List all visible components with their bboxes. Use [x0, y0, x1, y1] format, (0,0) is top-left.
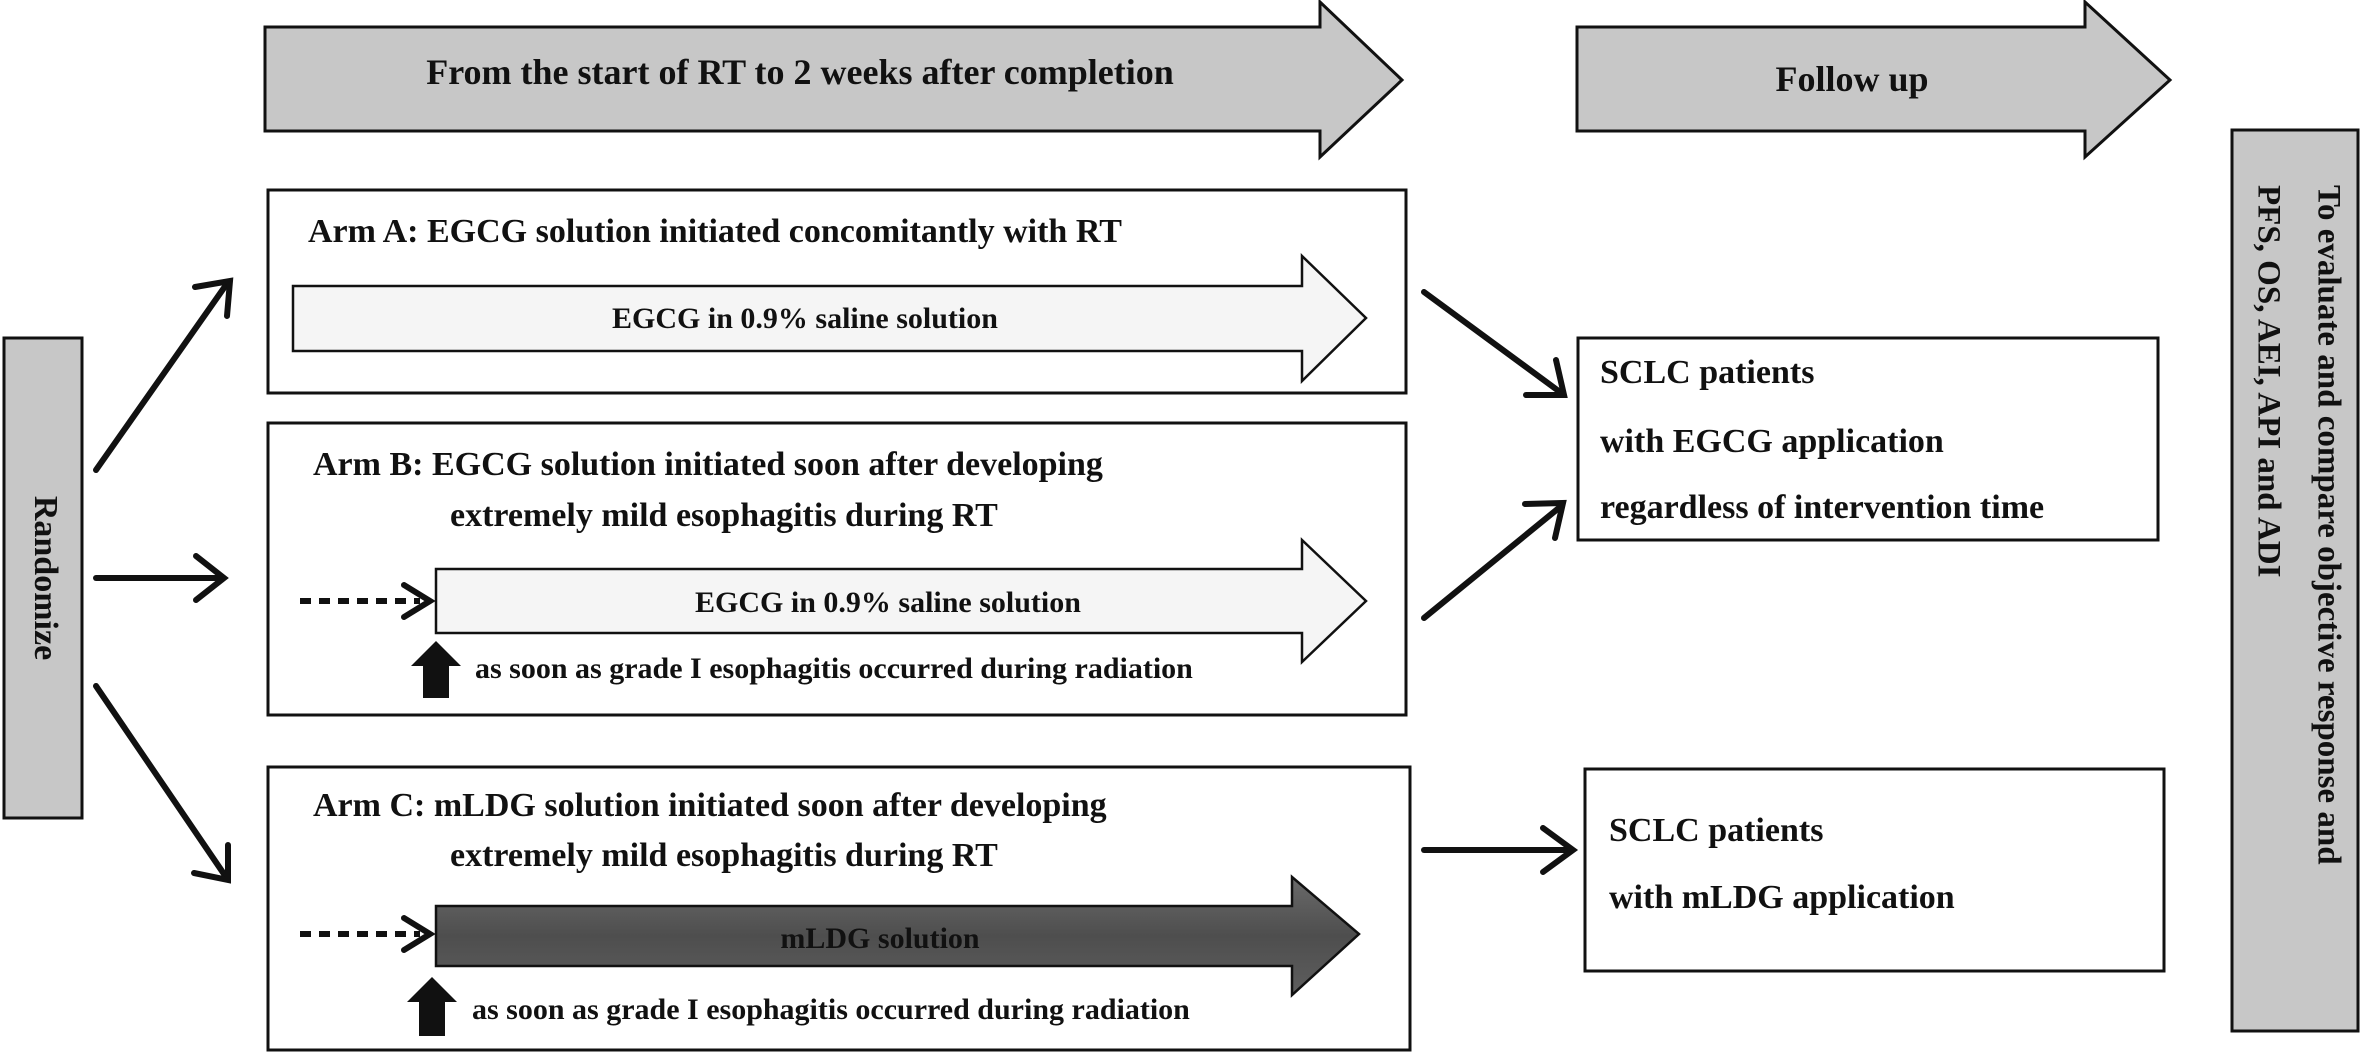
- phase-treatment-arrow: From the start of RT to 2 weeks after co…: [263, 0, 1405, 161]
- arm-a-box: Arm A: EGCG solution initiated concomita…: [266, 188, 1408, 395]
- arm-a-title: Arm A: EGCG solution initiated concomita…: [308, 213, 1122, 250]
- randomize-to-arm-a-arrow: [93, 277, 234, 473]
- endpoint-box: To evaluate and compare objective respon…: [2230, 128, 2360, 1033]
- outcome-mldg-line2: with mLDG application: [1609, 879, 1955, 916]
- phase-follow-up-arrow: Follow up: [1575, 0, 2173, 161]
- outcome-egcg-line2: with EGCG application: [1600, 423, 1944, 460]
- arm-b-title-line2: extremely mild esophagitis during RT: [450, 497, 998, 534]
- arm-c-box: Arm C: mLDG solution initiated soon afte…: [266, 765, 1412, 1052]
- outcome-egcg-box: SCLC patients with EGCG application rega…: [1576, 336, 2160, 542]
- randomize-to-arm-c-arrow: [93, 683, 231, 884]
- randomize-box: Randomize: [2, 336, 84, 820]
- phase-follow-up-label: Follow up: [1775, 59, 1928, 99]
- outcome-egcg-line1: SCLC patients: [1600, 354, 1814, 391]
- arm-c-title-line2: extremely mild esophagitis during RT: [450, 837, 998, 874]
- arm-b-title-line1: Arm B: EGCG solution initiated soon afte…: [313, 446, 1103, 483]
- arm-b-intervention-label: EGCG in 0.9% saline solution: [695, 586, 1081, 619]
- arm-a-intervention-arrow: [291, 253, 1368, 384]
- arm-c-intervention-label: mLDG solution: [780, 922, 980, 955]
- arm-b-trigger-label: as soon as grade I esophagitis occurred …: [475, 652, 1193, 685]
- arm-c-trigger-label: as soon as grade I esophagitis occurred …: [472, 993, 1190, 1026]
- arm-a-intervention-label: EGCG in 0.9% saline solution: [612, 302, 998, 335]
- arm-b-trigger-up-arrow-icon: [411, 641, 461, 698]
- randomize-to-arm-b-arrow: [93, 553, 229, 603]
- phase-treatment-label: From the start of RT to 2 weeks after co…: [426, 52, 1174, 92]
- arm-c-to-outcome-arrow: [1421, 825, 1579, 875]
- arm-a-to-outcome-arrow: [1421, 289, 1568, 398]
- arm-b-box: Arm B: EGCG solution initiated soon afte…: [266, 421, 1408, 717]
- arm-c-delay-dashed-arrow: [300, 915, 436, 953]
- randomize-label: Randomize: [27, 496, 64, 660]
- arm-c-title-line1: Arm C: mLDG solution initiated soon afte…: [313, 787, 1107, 824]
- arm-b-to-outcome-arrow: [1421, 499, 1567, 621]
- outcome-egcg-line3: regardless of intervention time: [1600, 489, 2044, 526]
- arm-c-intervention-arrow: [434, 874, 1361, 998]
- outcome-mldg-box: SCLC patients with mLDG application: [1583, 767, 2166, 973]
- arm-b-intervention-arrow: [434, 537, 1368, 665]
- arm-b-delay-dashed-arrow: [300, 582, 436, 620]
- endpoint-line1: To evaluate and compare objective respon…: [2310, 185, 2346, 865]
- outcome-mldg-line1: SCLC patients: [1609, 812, 1823, 849]
- endpoint-line2: PFS, OS, AEI, API and ADI: [2250, 185, 2286, 577]
- arm-c-trigger-up-arrow-icon: [407, 977, 457, 1036]
